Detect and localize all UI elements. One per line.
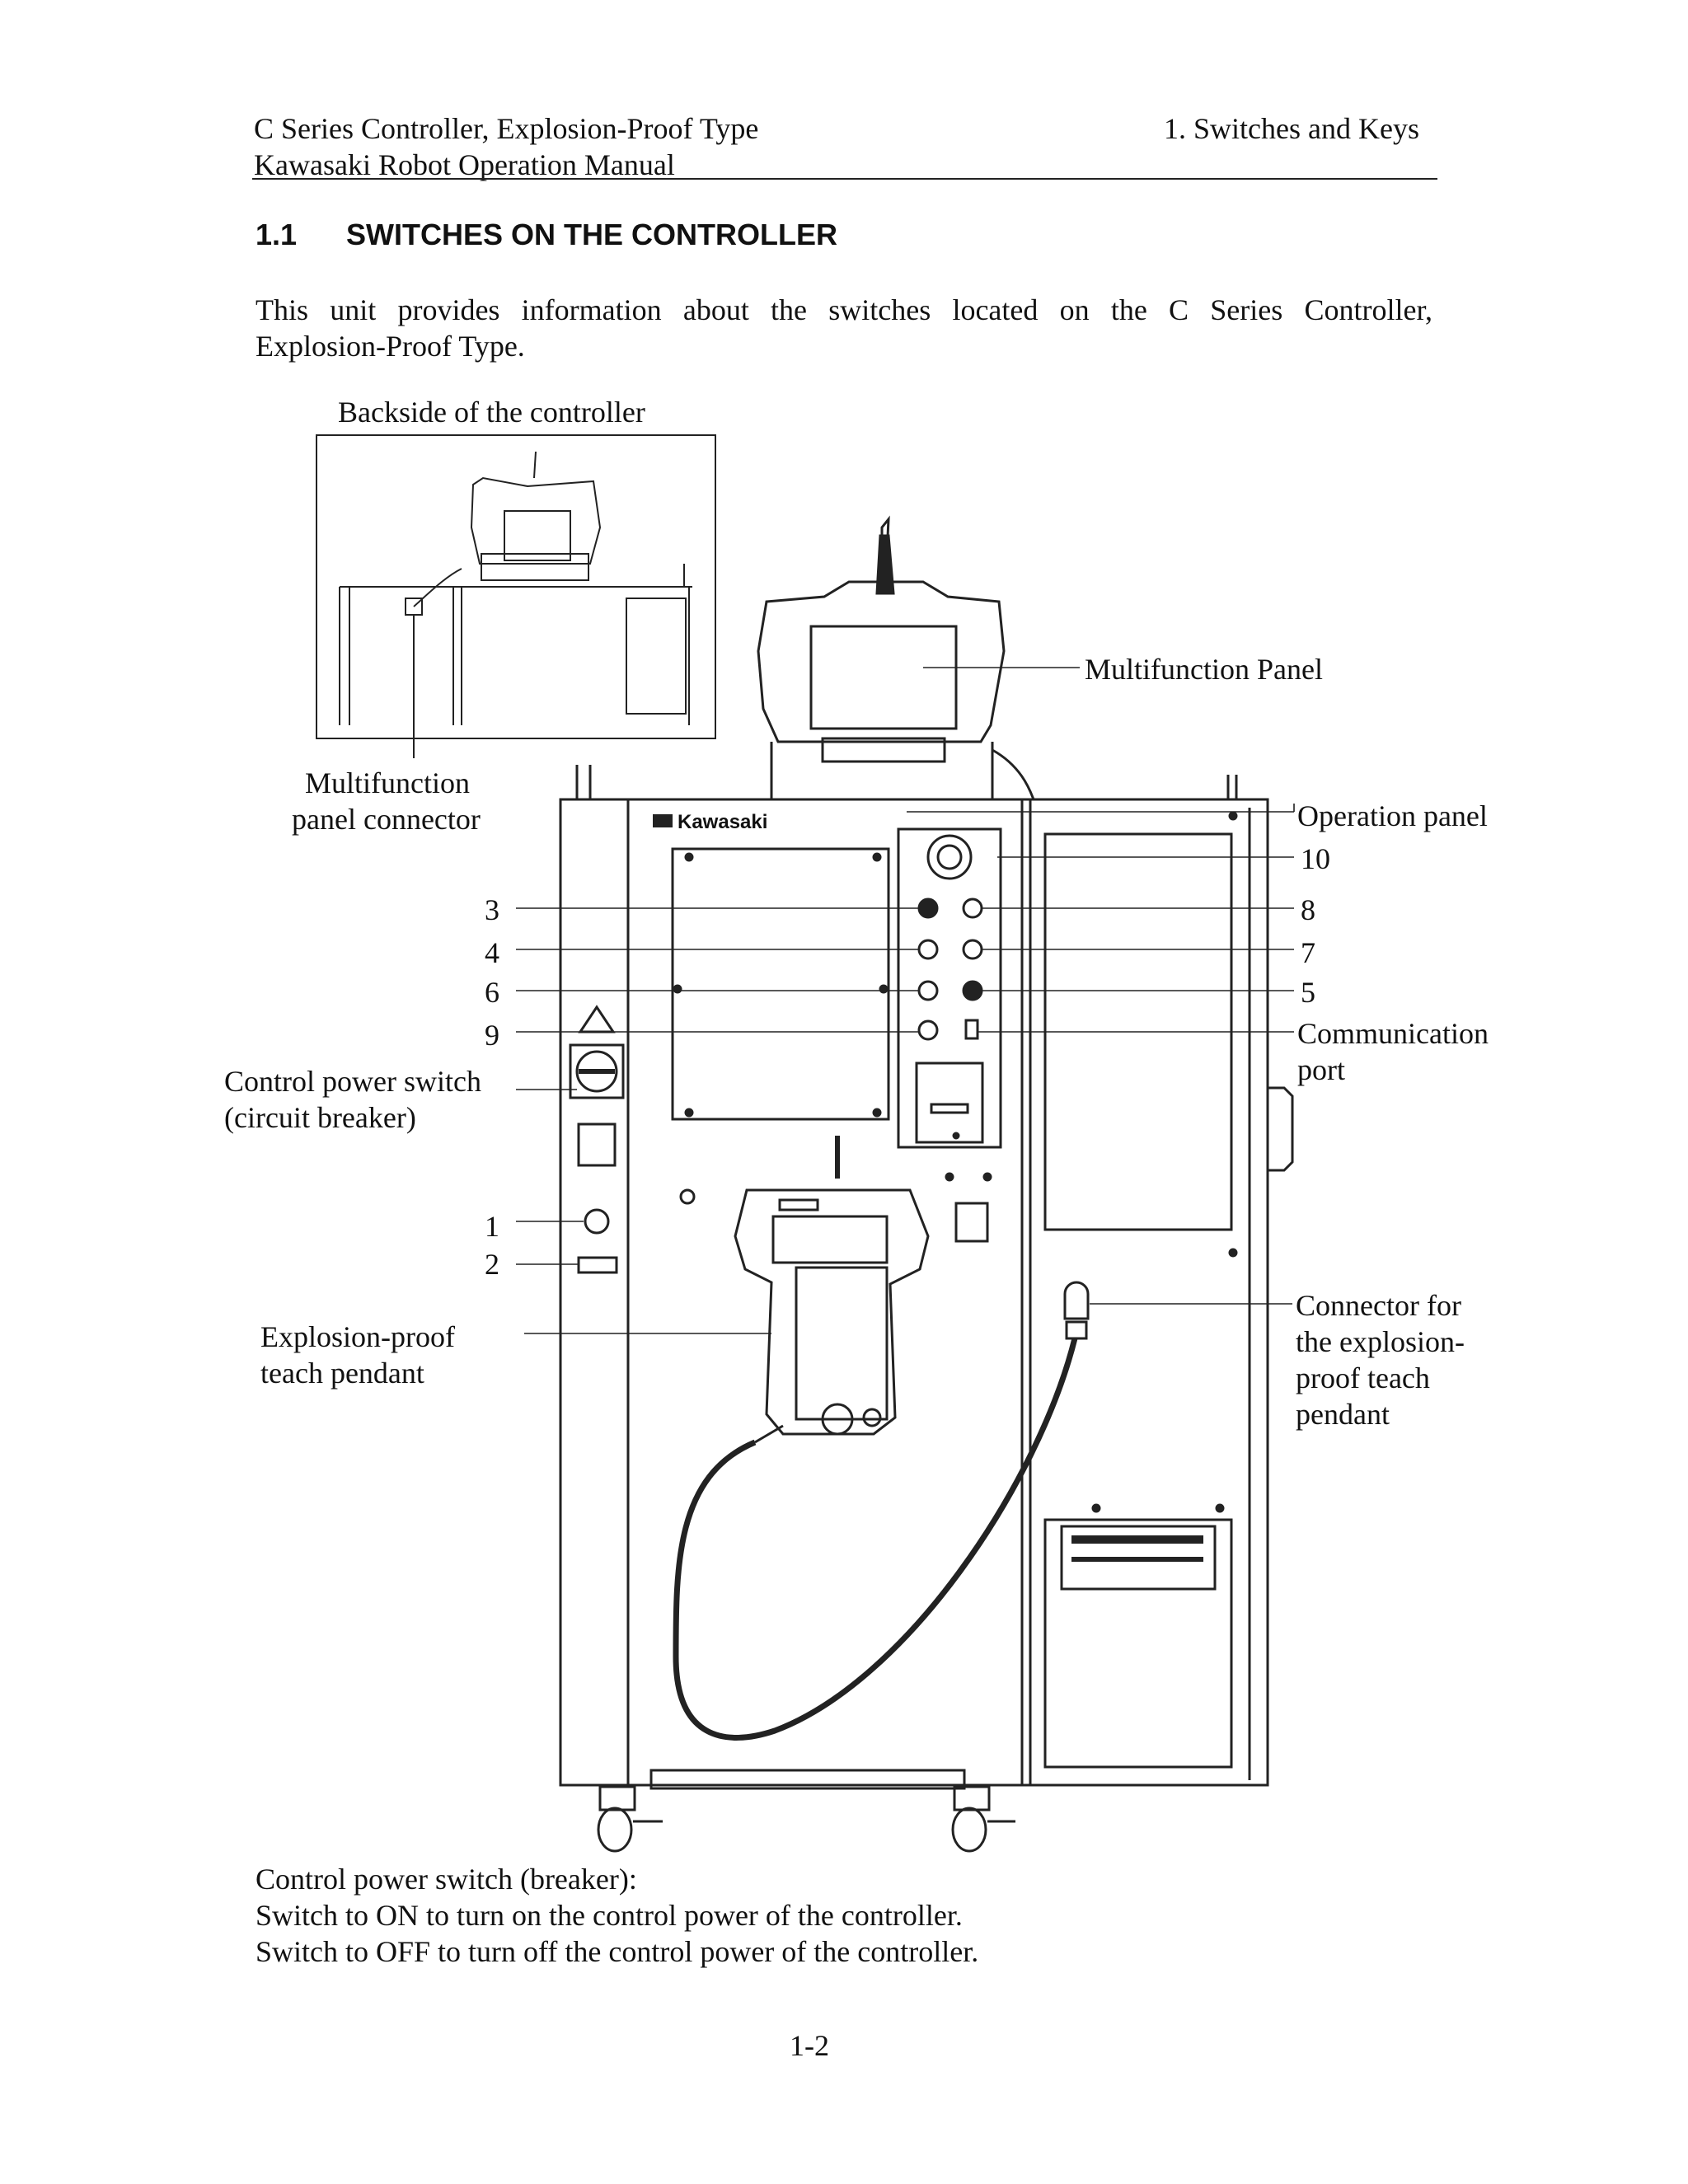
teach-pendant-drawing: [673, 1136, 1078, 1741]
label-conn-line1: Connector for: [1296, 1289, 1461, 1322]
label-pendant-line2: teach pendant: [260, 1357, 424, 1390]
footer-line-2: Switch to ON to turn on the control powe…: [256, 1899, 963, 1932]
controller-cabinet-drawing: [559, 765, 1294, 1853]
label-multifunction-panel: Multifunction Panel: [1085, 653, 1323, 686]
inset-backside-drawing: [316, 434, 716, 739]
label-1: 1: [485, 1210, 499, 1243]
header-manual-title: Kawasaki Robot Operation Manual: [254, 148, 675, 181]
label-8: 8: [1301, 893, 1315, 926]
header-rule: [252, 178, 1437, 180]
section-title: SWITCHES ON THE CONTROLLER: [346, 218, 837, 251]
footer-line-1: Control power switch (breaker):: [256, 1863, 637, 1896]
kawasaki-logo: Kawasaki: [678, 811, 768, 833]
label-connector-line1: Multifunction: [305, 766, 470, 799]
page-number: 1-2: [790, 2029, 829, 2062]
inset-caption: Backside of the controller: [338, 396, 645, 429]
label-cps-line1: Control power switch: [224, 1065, 481, 1098]
label-operation-panel: Operation panel: [1297, 799, 1488, 832]
label-4: 4: [485, 936, 499, 969]
label-3: 3: [485, 893, 499, 926]
label-6: 6: [485, 976, 499, 1009]
label-2: 2: [485, 1248, 499, 1281]
label-comm-line1: Communication: [1297, 1017, 1489, 1050]
intro-line-2: Explosion-Proof Type.: [256, 330, 525, 363]
header-chapter: 1. Switches and Keys: [1164, 112, 1419, 145]
label-conn-line2: the explosion-: [1296, 1325, 1465, 1358]
header-doc-title: C Series Controller, Explosion-Proof Typ…: [254, 112, 759, 145]
section-number: 1.1: [256, 218, 298, 251]
multifunction-panel-drawing: [757, 515, 1035, 800]
label-conn-line4: pendant: [1296, 1398, 1390, 1431]
label-conn-line3: proof teach: [1296, 1361, 1430, 1394]
label-connector-line2: panel connector: [292, 803, 481, 836]
label-5: 5: [1301, 976, 1315, 1009]
label-10: 10: [1301, 842, 1330, 875]
footer-line-3: Switch to OFF to turn off the control po…: [256, 1935, 979, 1968]
intro-line-1: This unit provides information about the…: [256, 293, 1432, 326]
label-7: 7: [1301, 936, 1315, 969]
label-comm-line2: port: [1297, 1053, 1345, 1086]
label-cps-line2: (circuit breaker): [224, 1101, 416, 1134]
label-9: 9: [485, 1019, 499, 1052]
label-pendant-line1: Explosion-proof: [260, 1320, 455, 1353]
callout-leaders: [516, 667, 1295, 1334]
